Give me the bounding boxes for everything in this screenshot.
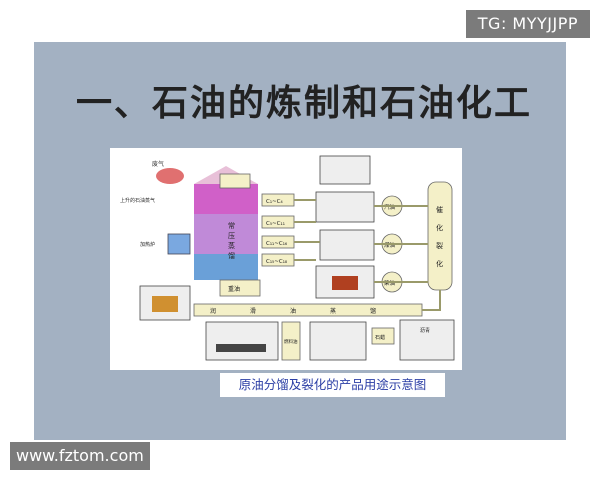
column-mid — [194, 214, 258, 254]
cracking-text-2: 化 — [436, 223, 443, 232]
residue-label: 重油 — [228, 285, 240, 293]
bottom-text-5: 馏 — [370, 307, 376, 315]
residue-box — [219, 279, 261, 297]
caption-box: 原油分馏及裂化的产品用途示意图 — [220, 373, 445, 397]
watermark-tag: TG: MYYJJPP — [465, 10, 590, 38]
bottom-bar — [193, 303, 423, 317]
lower-box-2 — [371, 327, 395, 345]
product-label-4: C₁₅~C₁₈ — [266, 259, 288, 265]
label-rising-vapor: 上升的石油蒸气 — [120, 197, 155, 204]
pipe-2 — [374, 205, 428, 283]
website-watermark: www.fztom.com — [10, 442, 150, 470]
product-label-2: C₅~C₁₁ — [266, 221, 285, 227]
bottom-text-1: 润 — [210, 307, 216, 315]
pipe-3 — [422, 290, 441, 311]
cracking-text-1: 催 — [436, 205, 443, 214]
bottom-text-2: 滑 — [250, 307, 256, 315]
bottom-text-3: 油 — [290, 307, 296, 315]
cracking-text-3: 裂 — [436, 241, 443, 250]
bottom-text-4: 蒸 — [330, 307, 336, 315]
column-text-3: 蒸 — [228, 241, 235, 250]
heater-label: 加热炉 — [140, 241, 155, 248]
picture-road — [399, 319, 455, 361]
column-text-2: 压 — [228, 232, 235, 240]
diagram-caption: 原油分馏及裂化的产品用途示意图 — [238, 377, 427, 392]
top-product-box — [219, 173, 251, 189]
roller-shape — [152, 296, 178, 312]
column-text-1: 常 — [228, 221, 235, 230]
column-text-4: 馏 — [228, 251, 235, 260]
ship-shape — [216, 344, 266, 352]
label-waste-gas: 废气 — [152, 160, 164, 168]
process-diagram: 废气 上升的石油蒸气 常 压 蒸 馏 重油 加热炉 C₁~C₄ C₅~C₁₁ C… — [110, 148, 462, 370]
tractor-shape — [332, 276, 358, 290]
waste-gas-blob — [156, 168, 184, 184]
product-label-3: C₁₁~C₁₆ — [266, 241, 288, 247]
slide-title: 一、石油的炼制和石油化工 — [76, 82, 533, 124]
picture-ship — [205, 321, 279, 361]
heater-box — [167, 233, 191, 255]
lower-label-1: 燃料油 — [284, 338, 298, 345]
picture-candle — [309, 321, 367, 361]
lower-label-3: 沥青 — [420, 327, 430, 334]
cracking-text-4: 化 — [436, 259, 443, 268]
lower-label-2: 石蜡 — [375, 334, 385, 341]
picture-plane — [319, 229, 375, 261]
picture-battery — [319, 155, 371, 185]
picture-car — [315, 191, 375, 223]
product-label-1: C₁~C₄ — [266, 199, 283, 205]
cracking-column — [427, 181, 453, 291]
diagram-svg: 废气 上升的石油蒸气 常 压 蒸 馏 重油 加热炉 C₁~C₄ C₅~C₁₁ C… — [120, 155, 455, 361]
pipe-1 — [294, 199, 320, 261]
lower-box-1 — [281, 321, 301, 361]
column-hot-top — [194, 184, 258, 214]
